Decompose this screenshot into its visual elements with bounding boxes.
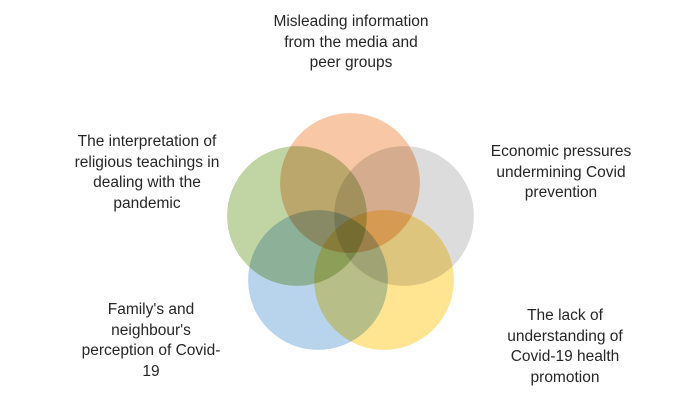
venn-circle-lack-of-understanding[interactable]	[311, 207, 457, 353]
venn-label-lack-of-understanding: The lack of understanding of Covid-19 he…	[507, 307, 623, 386]
venn-label-misleading-information: Misleading information from the media an…	[273, 13, 429, 72]
venn-label-economic-pressures: Economic pressures undermining Covid pre…	[490, 143, 632, 202]
venn-label-family-neighbour-perception: Family's and neighbour's perception of C…	[81, 301, 221, 380]
venn-label-religious-teachings: The interpretation of religious teaching…	[74, 133, 220, 212]
